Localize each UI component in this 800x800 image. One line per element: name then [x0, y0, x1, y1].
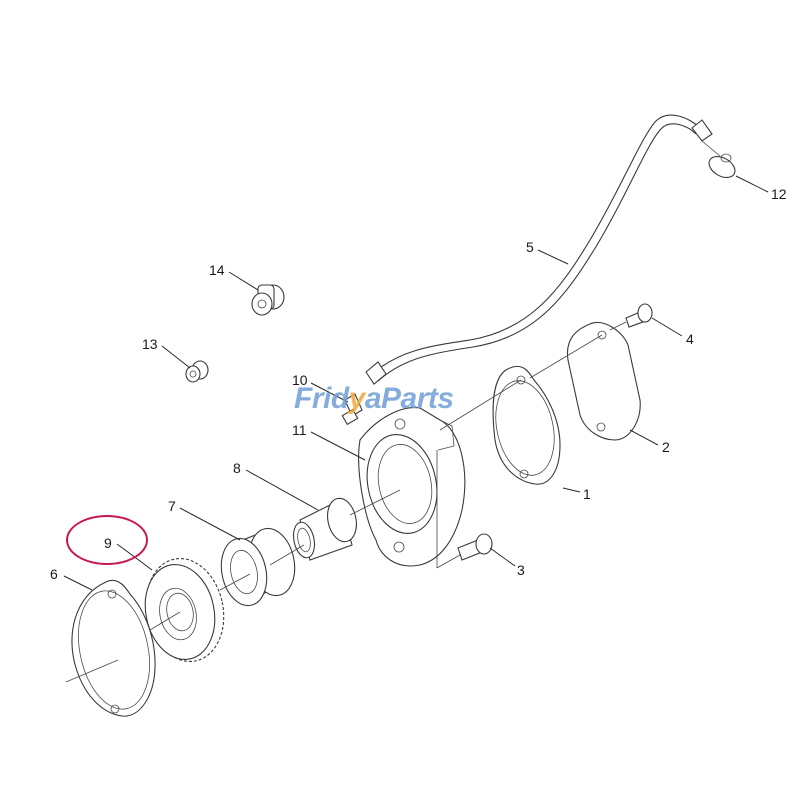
plug-14-part[interactable] — [251, 284, 285, 316]
callout-14[interactable]: 14 — [209, 262, 225, 278]
watermark-logo: FridyaParts — [294, 382, 454, 415]
callout-5[interactable]: 5 — [526, 239, 534, 255]
assembly-axis-lines — [65, 321, 627, 683]
fitting-10-part[interactable] — [341, 393, 363, 426]
callout-3[interactable]: 3 — [517, 562, 525, 578]
cover-plate-part[interactable] — [566, 322, 641, 441]
gasket-6-part[interactable] — [68, 579, 159, 717]
bearing-part[interactable] — [215, 524, 300, 610]
bolt-3-part[interactable] — [457, 533, 493, 561]
callout-9[interactable]: 9 — [104, 535, 112, 551]
callout-1[interactable]: 1 — [583, 486, 591, 502]
shaft-sleeve-part[interactable] — [290, 496, 360, 561]
highlight-circle-9 — [66, 515, 148, 565]
callout-11[interactable]: 11 — [292, 422, 307, 438]
oil-tube-part[interactable] — [365, 114, 713, 385]
callout-10[interactable]: 10 — [292, 372, 308, 388]
callout-2[interactable]: 2 — [662, 439, 670, 455]
callout-7[interactable]: 7 — [168, 498, 176, 514]
callout-4[interactable]: 4 — [686, 331, 694, 347]
callout-6[interactable]: 6 — [50, 566, 58, 582]
gasket-1-part[interactable] — [488, 365, 563, 485]
callout-12[interactable]: 12 — [771, 186, 787, 202]
bolt-4-part[interactable] — [625, 303, 653, 328]
callout-13[interactable]: 13 — [142, 336, 158, 352]
elbow-fitting-part[interactable] — [701, 140, 739, 182]
housing-part[interactable] — [358, 407, 466, 567]
plug-13-part[interactable] — [185, 360, 209, 383]
callout-8[interactable]: 8 — [233, 460, 241, 476]
